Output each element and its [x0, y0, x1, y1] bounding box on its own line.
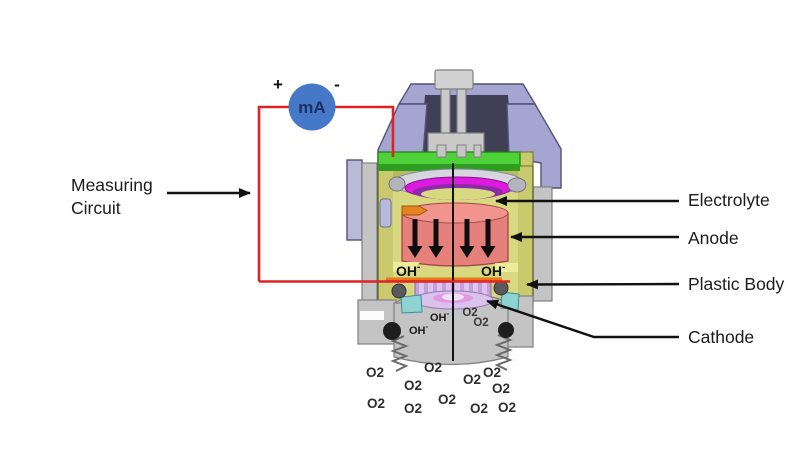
measuring-circuit-label-line2: Circuit — [71, 198, 121, 218]
o2-molecule-label: O2 — [438, 392, 456, 407]
seal-dot-right — [493, 280, 509, 296]
ion-flow-arrows — [407, 219, 496, 258]
o2-molecule-label: O2 — [492, 381, 510, 396]
polarity-minus: - — [334, 75, 340, 94]
o2-molecule-label: O2 — [404, 401, 422, 416]
measuring-circuit: mA + - Measuring Circuit — [71, 75, 510, 283]
o2-molecule-label: O2 — [473, 317, 488, 329]
oh-label: OH- — [481, 262, 505, 279]
o2-molecule-label: O2 — [470, 401, 488, 416]
o2-molecule-label: O2 — [424, 360, 442, 375]
side-slot — [379, 198, 392, 228]
electrolyte-surface — [421, 188, 495, 200]
ammeter-label: mA — [298, 98, 325, 117]
hydroxide-labels: OH- OH- OH- OH- — [396, 262, 505, 337]
cathode-assembly — [391, 280, 520, 314]
pin-cap — [434, 69, 474, 90]
plastic-body-leader — [526, 279, 680, 290]
seal-ring-stack — [388, 168, 527, 200]
flange-notch — [360, 311, 384, 320]
anode-contact-rod — [401, 205, 429, 216]
cathode-label: Cathode — [688, 327, 754, 347]
ammeter — [288, 83, 336, 131]
ring-end-right — [507, 177, 527, 193]
o-ring-right — [498, 322, 514, 338]
o2-molecule-label: O2 — [463, 372, 481, 387]
polarity-plus: + — [273, 75, 283, 94]
wire-left — [257, 105, 289, 282]
retainer-right — [500, 291, 520, 311]
oh-label: OH- — [409, 322, 429, 337]
oxygen-labels-neck: O2 O2 — [462, 307, 488, 329]
ring-end-left — [388, 176, 406, 192]
left-flange — [357, 299, 397, 345]
left-metal-wall — [361, 162, 378, 309]
thread-left — [390, 335, 409, 372]
cathode-leader — [486, 299, 679, 339]
pcb-edge — [378, 164, 520, 171]
pcb — [377, 144, 534, 171]
o2-molecule-label: O2 — [462, 307, 477, 319]
o-ring-left — [383, 322, 401, 340]
shelf-left — [393, 262, 420, 272]
plastic-body-label: Plastic Body — [688, 274, 785, 294]
wire-right — [335, 105, 395, 157]
electrolyte-label: Electrolyte — [688, 190, 770, 210]
oh-label: OH- — [430, 309, 450, 324]
thread-right — [494, 334, 513, 371]
cathode-contact-strip — [386, 277, 502, 282]
oxygen-molecules: O2 O2 O2 O2 O2 O2 O2 O2 O2 O2 O2 — [366, 360, 516, 416]
sensor-cross-section: OH- OH- OH- OH- O2 O2 O2 O2 O2 O2 O2 O2 … — [346, 69, 562, 416]
part-label-callouts: Electrolyte Anode Plastic Body Cathode — [486, 190, 785, 347]
oh-label: OH- — [396, 262, 420, 279]
measuring-circuit-label-line1: Measuring — [71, 175, 153, 195]
connector-pins — [427, 69, 485, 154]
connector-feet — [436, 144, 482, 158]
o2-molecule-label: O2 — [366, 365, 384, 380]
anode-block — [393, 202, 518, 272]
o2-molecule-label: O2 — [483, 365, 501, 380]
seal-dot-left — [391, 283, 407, 299]
o2-molecule-label: O2 — [404, 378, 422, 393]
o2-molecule-label: O2 — [498, 400, 516, 415]
housing-left-tab — [346, 159, 363, 241]
o2-molecule-label: O2 — [367, 396, 385, 411]
retainer-left — [400, 294, 423, 314]
pcb-board — [377, 151, 521, 167]
anode-label: Anode — [688, 228, 739, 248]
shelf-right — [495, 263, 518, 272]
